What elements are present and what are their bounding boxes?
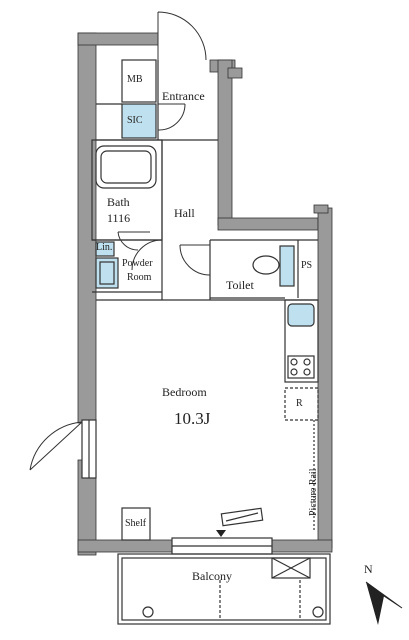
refrigerator-label: R — [296, 398, 303, 409]
bottom-wall-left — [77, 539, 174, 553]
mb-closet — [121, 59, 157, 103]
bathtub — [95, 145, 157, 189]
corner-piece-1 — [227, 67, 243, 79]
bedroom-label: Bedroom — [162, 385, 207, 399]
bottom-wall-right — [271, 539, 333, 553]
bath-label: Bath — [107, 195, 130, 209]
toilet-door-swing — [179, 244, 211, 276]
walls — [77, 32, 333, 556]
linen-label: Lin. — [96, 242, 113, 253]
bath-size-label: 1116 — [107, 211, 131, 225]
powder-room-label-line2: Room — [127, 272, 152, 283]
refrigerator — [284, 387, 319, 421]
sic-label: SIC — [127, 115, 143, 126]
toilet-label: Toilet — [226, 278, 254, 292]
sic-closet — [121, 103, 157, 139]
compass-north-label: N — [364, 562, 373, 576]
ac-outdoor-unit — [271, 557, 311, 579]
toilet-tank — [279, 245, 295, 287]
bedroom-size-label: 10.3J — [174, 409, 211, 428]
shelf-label: Shelf — [125, 518, 147, 529]
doors — [29, 11, 211, 471]
balcony-outline — [117, 553, 331, 625]
corner-piece-2 — [313, 204, 329, 214]
bath-door-swing — [117, 231, 150, 251]
top-wall-left — [77, 32, 159, 46]
air-conditioner — [220, 507, 264, 527]
drain — [142, 606, 154, 618]
linen-closet — [95, 241, 115, 257]
right-wall-entrance — [217, 59, 233, 226]
hall-label: Hall — [174, 206, 195, 220]
balcony — [117, 553, 331, 625]
entrance-label: Entrance — [162, 89, 205, 103]
balcony-label: Balcony — [192, 569, 232, 583]
shelf — [121, 507, 151, 541]
sic-door-swing — [157, 103, 186, 131]
picture-rail-label: Picture Rail — [308, 468, 319, 517]
washbasin — [95, 257, 119, 289]
bedroom-door-swing — [29, 421, 83, 471]
entrance-door-swing — [157, 11, 207, 61]
toilet-bowl — [252, 255, 280, 275]
right-wall-lower — [317, 207, 333, 549]
kitchen-counter — [284, 299, 319, 383]
mb-label: MB — [127, 74, 143, 85]
powder-door-swing — [131, 239, 163, 271]
interior-walls — [81, 59, 319, 555]
stove — [287, 355, 315, 379]
sink — [287, 303, 315, 327]
powder-room-label-line1: Powder — [122, 258, 153, 269]
compass — [365, 581, 403, 625]
entrance-marker — [216, 530, 226, 537]
ps-label: PS — [301, 260, 313, 271]
step-wall — [217, 217, 319, 231]
left-wall-upper — [77, 32, 97, 424]
